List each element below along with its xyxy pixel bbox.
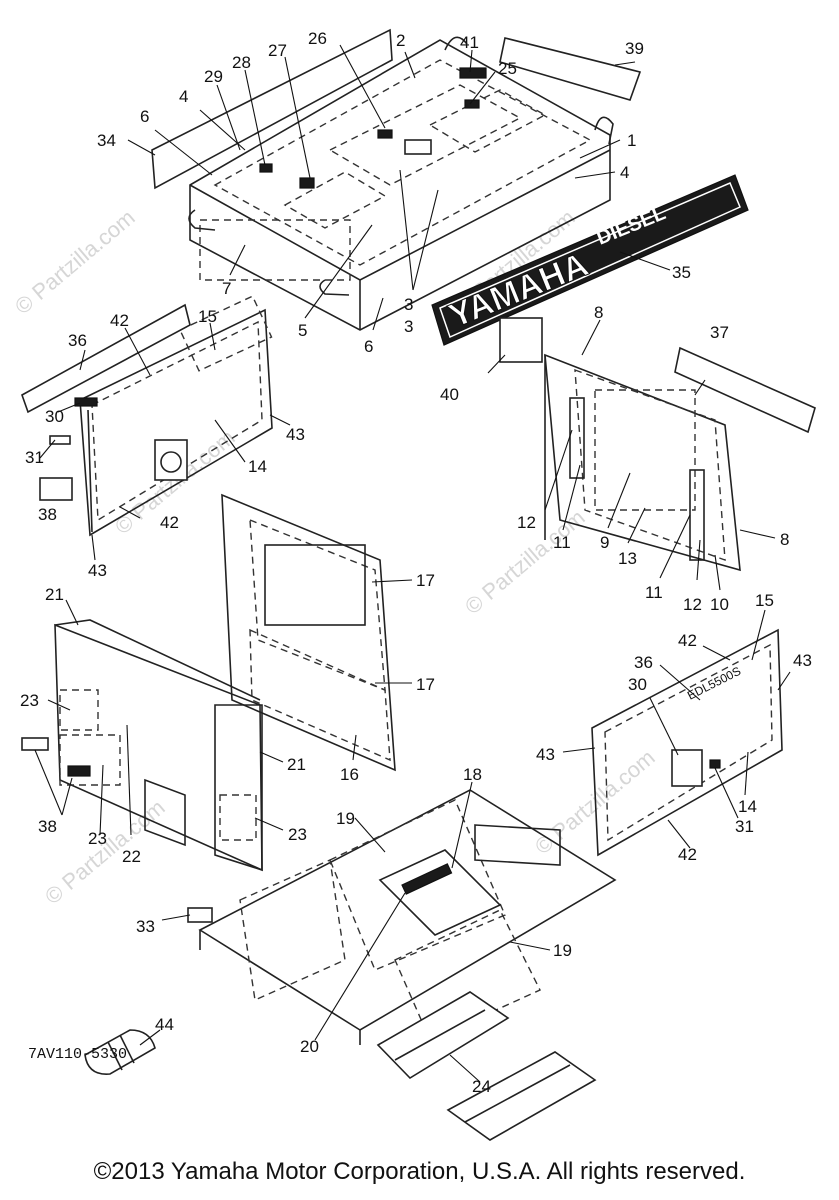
- label-40: [499, 317, 543, 363]
- callout-23: 23: [88, 829, 107, 848]
- leader-lines: [34, 44, 791, 1083]
- callout-11: 11: [553, 533, 571, 552]
- callout-14: 14: [738, 797, 757, 816]
- callout-31: 31: [25, 448, 44, 467]
- callout-42: 42: [678, 845, 697, 864]
- callout-15: 15: [755, 591, 774, 610]
- callout-38: 38: [38, 505, 57, 524]
- callout-19: 19: [336, 809, 355, 828]
- callout-15: 15: [198, 307, 217, 326]
- center-panel: [221, 493, 396, 772]
- callout-20: 20: [300, 1037, 319, 1056]
- callout-11: 11: [645, 583, 663, 602]
- callout-23: 23: [288, 825, 307, 844]
- callout-26: 26: [308, 29, 327, 48]
- callout-41: 41: [460, 33, 479, 52]
- callout-43: 43: [536, 745, 555, 764]
- part-38-b: [67, 765, 91, 777]
- callout-43: 43: [793, 651, 812, 670]
- callout-36: 36: [68, 331, 87, 350]
- callout-8: 8: [594, 303, 603, 322]
- callout-7: 7: [222, 279, 231, 298]
- callout-25: 25: [498, 59, 517, 78]
- part-32-label: [39, 477, 73, 501]
- part-38-a: [21, 737, 49, 751]
- callout-21: 21: [45, 585, 64, 604]
- part-44: [84, 1029, 156, 1075]
- callout-44: 44: [155, 1015, 174, 1034]
- callout-8: 8: [780, 530, 789, 549]
- callout-42: 42: [110, 311, 129, 330]
- callout-23: 23: [20, 691, 39, 710]
- callout-43: 43: [88, 561, 107, 580]
- callout-36: 36: [634, 653, 653, 672]
- decal-36-left: [21, 303, 191, 414]
- callout-30: 30: [628, 675, 647, 694]
- part-30-left: [74, 397, 98, 407]
- callout-6: 6: [140, 107, 149, 126]
- panel-model-label: EDL5500S: [685, 664, 743, 703]
- callout-19: 19: [553, 941, 572, 960]
- callout-43: 43: [286, 425, 305, 444]
- callout-16: 16: [340, 765, 359, 784]
- callout-40: 40: [440, 385, 459, 404]
- callout-13: 13: [618, 549, 637, 568]
- front-panel: [54, 619, 263, 872]
- left-side-panel: [79, 295, 273, 537]
- callout-17: 17: [416, 675, 435, 694]
- diagram-code: 7AV110-5330: [28, 1046, 128, 1063]
- callout-18: 18: [463, 765, 482, 784]
- callout-29: 29: [204, 67, 223, 86]
- base-frame: [198, 789, 617, 1045]
- callout-labels: 1 2 3 3 4 4 5 6 6 7 8 8 9 10 11 11 12 12…: [20, 29, 812, 1096]
- callout-34: 34: [97, 131, 116, 150]
- callout-4: 4: [620, 163, 629, 182]
- decal-34: [151, 28, 393, 190]
- callout-12: 12: [517, 513, 536, 532]
- part-33: [187, 907, 213, 923]
- callout-22: 22: [122, 847, 141, 866]
- callout-33: 33: [136, 917, 155, 936]
- callout-17: 17: [416, 571, 435, 590]
- top-cover: [188, 36, 614, 331]
- callout-28: 28: [232, 53, 251, 72]
- callout-27: 27: [268, 41, 287, 60]
- callout-35: 35: [672, 263, 691, 282]
- callout-9: 9: [600, 533, 609, 552]
- callout-39: 39: [625, 39, 644, 58]
- callout-42: 42: [678, 631, 697, 650]
- copyright-notice: ©2013 Yamaha Motor Corporation, U.S.A. A…: [93, 1158, 746, 1185]
- callout-3: 3: [404, 295, 413, 314]
- tray-24-b: [446, 1051, 597, 1141]
- callout-3: 3: [404, 317, 413, 336]
- callout-37: 37: [710, 323, 729, 342]
- callout-6: 6: [364, 337, 373, 356]
- tray-24-a: [376, 991, 510, 1080]
- callout-21: 21: [287, 755, 306, 774]
- part-31-left: [49, 435, 71, 445]
- callout-30: 30: [45, 407, 64, 426]
- decal-37: [674, 346, 816, 434]
- callout-1: 1: [627, 131, 636, 150]
- decal-39: [499, 37, 642, 101]
- callout-10: 10: [710, 595, 729, 614]
- callout-24: 24: [472, 1077, 491, 1096]
- callout-31: 31: [735, 817, 754, 836]
- callout-38: 38: [38, 817, 57, 836]
- callout-14: 14: [248, 457, 267, 476]
- callout-5: 5: [298, 321, 307, 340]
- callout-42: 42: [160, 513, 179, 532]
- callout-4: 4: [179, 87, 188, 106]
- callout-12: 12: [683, 595, 702, 614]
- callout-2: 2: [396, 31, 405, 50]
